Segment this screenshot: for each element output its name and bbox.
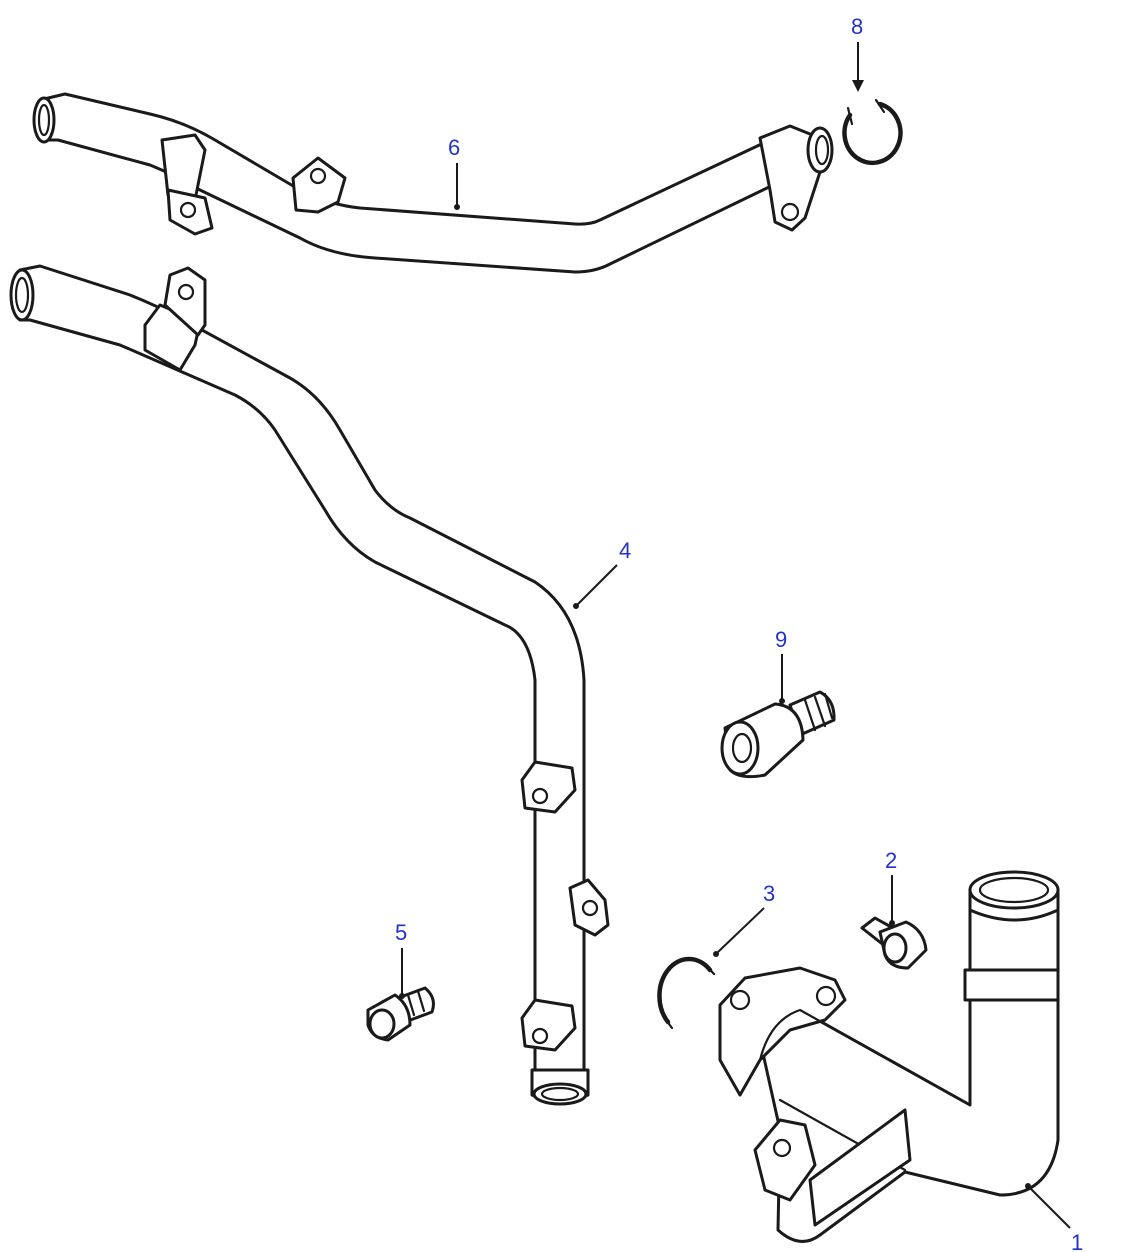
callout-6: 6 (448, 135, 460, 160)
callout-4: 4 (619, 538, 631, 563)
callout-8: 8 (851, 14, 863, 39)
callout-labels: 8 6 4 9 2 3 5 1 (395, 14, 1083, 1252)
part-9-adapter (720, 690, 836, 779)
callout-9: 9 (775, 627, 787, 652)
callout-leaders (399, 42, 1071, 1229)
part-1-elbow-outlet (718, 870, 1060, 1243)
callout-3: 3 (763, 881, 775, 906)
part-2-bolt (860, 916, 928, 970)
part-4-long-pipe (9, 264, 610, 1106)
callout-2: 2 (885, 848, 897, 873)
part-3-circlip (657, 956, 716, 1030)
callout-1: 1 (1071, 1230, 1083, 1252)
part-5-bolt (366, 986, 435, 1042)
part-8-circlip (842, 98, 903, 166)
part-6-upper-pipe (32, 92, 834, 274)
callout-5: 5 (395, 920, 407, 945)
